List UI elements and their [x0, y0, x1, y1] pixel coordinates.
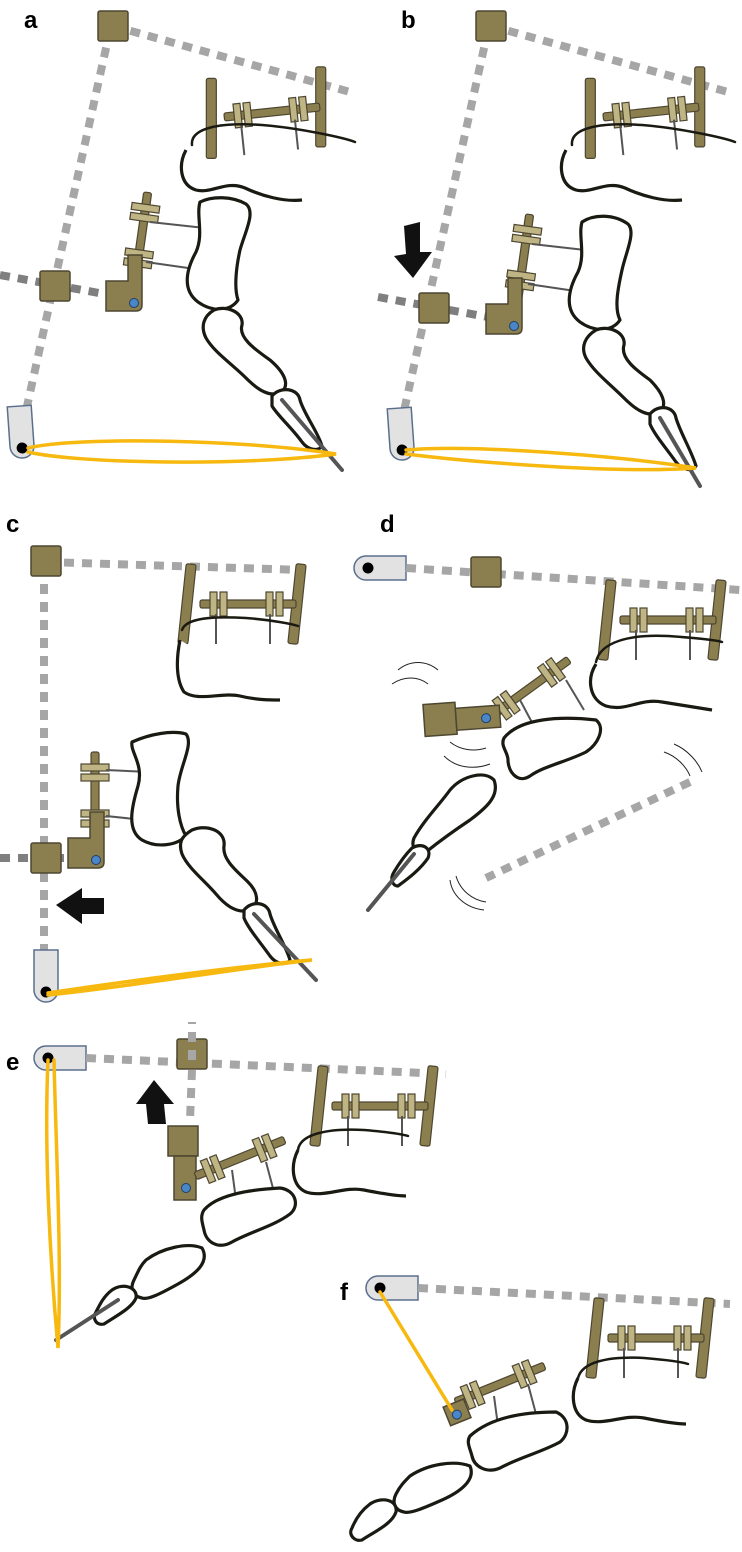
- sliding-block-middle: [39, 270, 71, 302]
- bone-proximal-phalanx: [392, 1461, 473, 1514]
- k-wire: [252, 912, 318, 982]
- sliding-block-top: [30, 545, 62, 577]
- bone-distal-outline: [190, 123, 357, 147]
- panel-d: d: [353, 511, 741, 912]
- panel-label-e: e: [6, 1049, 19, 1076]
- bone-distal-base: [571, 1377, 687, 1426]
- elastic-band: [26, 439, 337, 464]
- panel-label-f: f: [340, 1279, 349, 1306]
- panel-c: c: [0, 511, 318, 1003]
- hinge-connector: [422, 701, 502, 738]
- bone-distal-outline: [576, 1356, 690, 1380]
- rod-vertical: [20, 29, 114, 421]
- bone-metacarpal: [349, 1498, 398, 1542]
- panel-label-d: d: [380, 511, 395, 538]
- panel-b: b: [377, 7, 737, 488]
- bone-middle-phalanx: [130, 730, 191, 847]
- rod-top: [45, 558, 303, 574]
- hinge-connector: [167, 1125, 199, 1201]
- bone-distal-base: [559, 149, 683, 202]
- bone-distal-outline: [570, 123, 737, 147]
- elastic-anchor: [6, 404, 36, 460]
- bone-middle-phalanx: [567, 214, 633, 331]
- bone-distal-outline: [180, 616, 300, 632]
- sliding-block-middle: [30, 842, 62, 874]
- k-wire: [280, 398, 344, 472]
- bone-distal-outline: [296, 1128, 410, 1152]
- elastic-band: [404, 446, 697, 472]
- arrow-down: [394, 222, 432, 278]
- bone-middle-phalanx: [466, 1410, 569, 1472]
- bone-metacarpal: [242, 902, 292, 966]
- panel-label-c: c: [6, 511, 19, 538]
- distal-frame: [598, 580, 726, 661]
- rod-top: [489, 22, 730, 96]
- bone-middle-phalanx: [501, 716, 602, 781]
- motion-lines: [391, 662, 703, 911]
- panel-f: f: [340, 1275, 731, 1542]
- bone-distal-base: [291, 1149, 407, 1198]
- elastic-anchor: [365, 1275, 419, 1301]
- panel-e: e: [6, 1022, 447, 1349]
- arrow-left: [56, 888, 104, 924]
- bone-metacarpal: [390, 844, 431, 888]
- elastic-band: [44, 1058, 62, 1349]
- rod-vertical-displaced: [484, 778, 692, 882]
- bone-proximal-phalanx: [178, 826, 259, 913]
- proximal-clamp: [190, 1128, 290, 1188]
- rod-top: [417, 1284, 731, 1308]
- bone-proximal-phalanx: [411, 773, 497, 855]
- elastic-anchor: [386, 406, 416, 462]
- elastic-anchor: [353, 555, 407, 581]
- sliding-block-top: [470, 556, 502, 588]
- sliding-block-top: [475, 10, 507, 42]
- rod-top: [111, 22, 352, 96]
- bone-middle-phalanx: [200, 1186, 298, 1247]
- bone-distal-base: [175, 639, 281, 702]
- distal-frame: [577, 66, 713, 160]
- arrow-up: [136, 1080, 174, 1124]
- k-wire: [54, 1298, 120, 1342]
- bone-distal-base: [588, 663, 713, 712]
- bone-distal-outline: [594, 634, 724, 664]
- distal-frame: [586, 1298, 714, 1379]
- bone-proximal-phalanx: [201, 306, 288, 396]
- elastic-band: [46, 958, 313, 997]
- rod-top: [405, 564, 741, 594]
- sliding-block-middle: [418, 292, 450, 324]
- elastic-band: [378, 1290, 454, 1412]
- rod-vertical: [398, 29, 492, 421]
- panel-a: a: [0, 7, 357, 472]
- rod-vertical-lower: [186, 1069, 196, 1121]
- elastic-anchor: [33, 1045, 87, 1071]
- bone-middle-phalanx: [185, 196, 252, 311]
- k-wire: [658, 416, 702, 488]
- rod-top: [85, 1054, 447, 1078]
- bone-distal-base: [179, 149, 303, 202]
- panel-label-b: b: [401, 7, 416, 34]
- hinge-connector: [485, 277, 523, 335]
- bone-proximal-phalanx: [582, 326, 666, 416]
- distal-frame: [310, 1066, 438, 1147]
- panel-label-a: a: [24, 7, 38, 34]
- bone-metacarpal: [92, 1284, 138, 1326]
- sliding-block-top: [97, 10, 129, 42]
- distal-frame: [178, 564, 306, 645]
- bone-proximal-phalanx: [130, 1244, 206, 1300]
- k-wire: [366, 852, 416, 912]
